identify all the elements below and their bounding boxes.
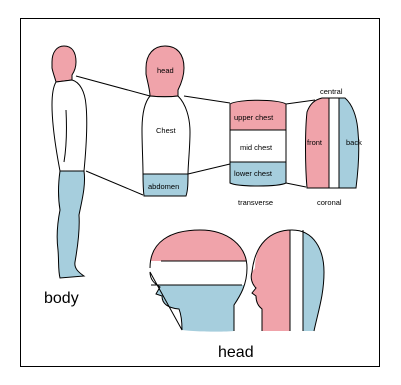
back-label: back: [346, 138, 362, 147]
central-label: central: [320, 87, 343, 96]
head-central-region: [290, 225, 303, 335]
front-label: front: [307, 138, 323, 147]
torso-abdomen-label: abdomen: [148, 182, 179, 191]
torso-chest-region: [142, 96, 190, 174]
body-torso-region: [52, 80, 87, 171]
torso-chest-label: Chest: [156, 126, 177, 135]
lower-chest-label: lower chest: [234, 169, 273, 178]
body-lower-region: [57, 171, 84, 278]
coronal-label: coronal: [317, 198, 342, 207]
body-label: body: [44, 290, 79, 307]
head-caption: head: [218, 344, 254, 361]
mid-chest-label: mid chest: [240, 143, 273, 152]
body-figure: [52, 46, 87, 278]
head-back-region: [303, 225, 333, 335]
head-transverse: [140, 225, 260, 335]
head-coronal: [245, 225, 333, 335]
upper-chest-label: upper chest: [234, 113, 274, 122]
central-region: [329, 98, 339, 188]
transverse-label: transverse: [238, 198, 273, 207]
body-head-region: [52, 46, 76, 82]
head-low-region: [140, 285, 260, 335]
torso-head-label: head: [157, 66, 174, 75]
head-mid-region: [140, 261, 260, 285]
